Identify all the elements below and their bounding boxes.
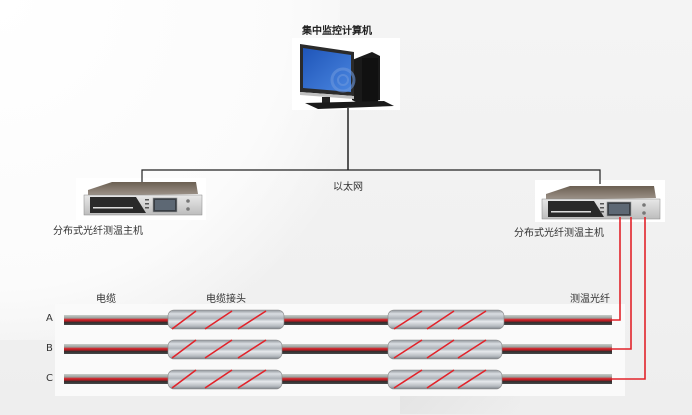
joint-a2 [387,309,505,330]
cable-label: 电缆 [96,294,116,305]
fiber-b [610,217,632,350]
fiber-a [610,217,621,321]
ethernet-lines [141,108,601,184]
joint-b2 [387,339,503,360]
sensing-fibers [610,217,646,380]
joint-c1 [167,369,283,390]
joint-c2 [387,369,503,390]
fiber-label: 测温光纤 [570,294,610,305]
ethernet-bus [141,169,601,184]
phase-label-b: B [46,343,53,354]
fiber-c [610,217,646,380]
host-left-label: 分布式光纤测温主机 [53,226,143,237]
joint-b1 [167,339,283,360]
phase-label-a: A [46,313,53,324]
host-left-device-icon [83,182,203,216]
cable-joint-label: 电缆接头 [206,294,246,305]
host-right-device-icon [541,186,661,220]
cable-c [64,374,612,384]
cable-a [64,315,612,325]
host-right-label: 分布式光纤测温主机 [514,228,604,239]
phase-label-c: C [46,373,53,384]
joint-a1 [167,309,285,330]
cable-b [64,344,612,354]
ethernet-label: 以太网 [333,182,363,193]
computer-label: 集中监控计算机 [302,26,372,37]
